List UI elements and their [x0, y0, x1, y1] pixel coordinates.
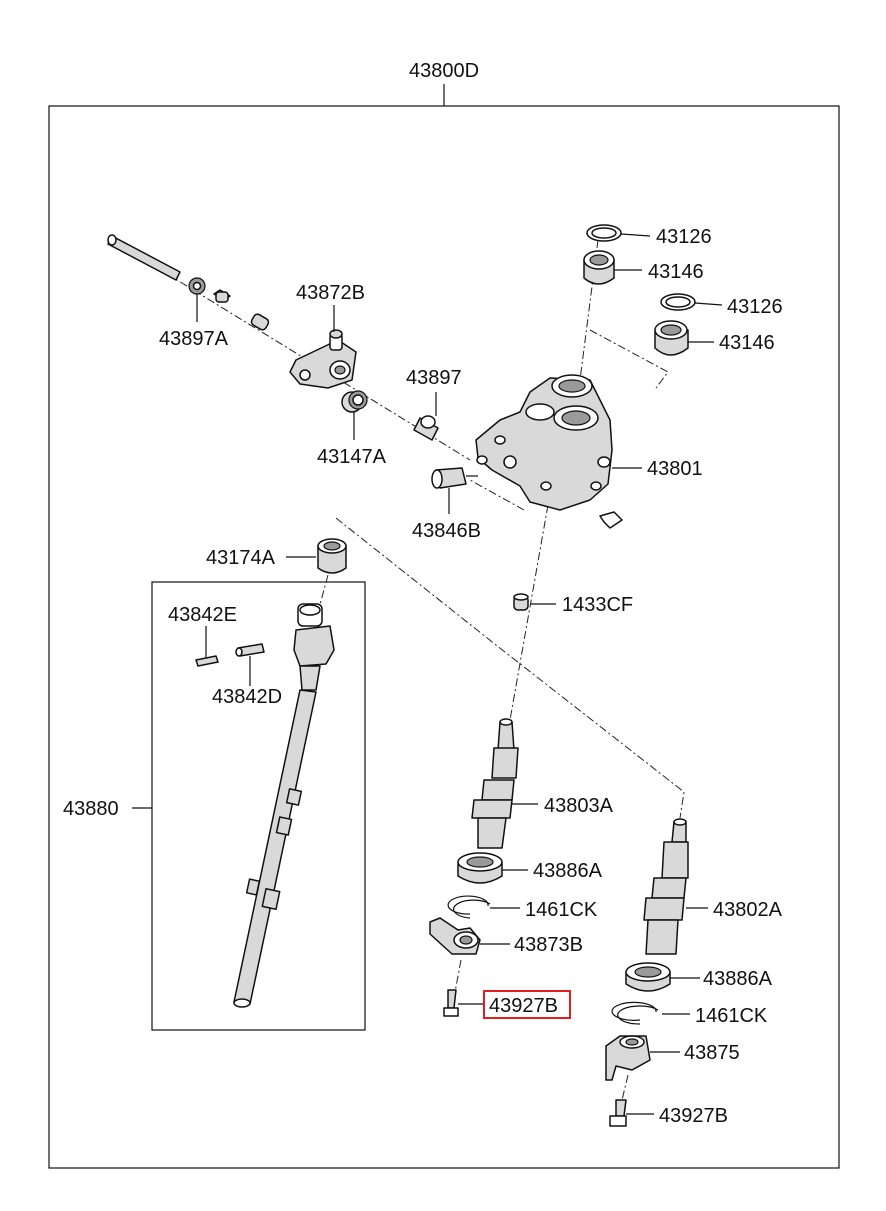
- housing-43801: [475, 374, 623, 529]
- assembly-label[interactable]: 43800D: [409, 60, 479, 82]
- label-43126-a[interactable]: 43126: [656, 226, 712, 248]
- leader-lines: [132, 233, 723, 1115]
- label-43803a[interactable]: 43803A: [544, 795, 614, 817]
- lever-43873b: [429, 917, 481, 955]
- highlight-box-43927b: [483, 990, 571, 1019]
- ring-43126-b: [660, 293, 696, 311]
- washer-43897a: [188, 277, 206, 295]
- label-43886a-left[interactable]: 43886A: [533, 860, 603, 882]
- ring-43126-a: [586, 224, 622, 242]
- shaft-43802a: [643, 818, 689, 955]
- label-43802a[interactable]: 43802A: [713, 899, 783, 921]
- bearing-43146-b: [654, 320, 689, 356]
- bearing-43146-a: [583, 250, 615, 285]
- label-43927b-left[interactable]: 43927B: [489, 995, 558, 1017]
- subassembly-frame: [151, 581, 366, 1031]
- snapring-1461ck-left: [447, 895, 491, 919]
- pin-43842e: [195, 655, 219, 667]
- spacer-43897: [413, 415, 439, 441]
- bolt-43927b-right: [609, 1099, 627, 1127]
- label-43146-b[interactable]: 43146: [719, 332, 775, 354]
- label-43174a[interactable]: 43174A: [206, 547, 276, 569]
- label-43126-b[interactable]: 43126: [727, 296, 783, 318]
- label-43927b-right[interactable]: 43927B: [659, 1105, 728, 1127]
- bearing-43147a: [341, 390, 368, 413]
- bolt-43927b-left: [443, 989, 459, 1017]
- label-1461ck-right[interactable]: 1461CK: [695, 1005, 768, 1027]
- label-43886a-right[interactable]: 43886A: [703, 968, 773, 990]
- lever-43872b: [289, 329, 357, 389]
- label-43846b[interactable]: 43846B: [412, 520, 481, 542]
- bush-small-2: [250, 313, 270, 331]
- bearing-43886a-left: [457, 852, 503, 884]
- label-43147a[interactable]: 43147A: [317, 446, 387, 468]
- alignment-lines: [111, 239, 685, 1101]
- shift-pin-part: [107, 234, 181, 281]
- label-1433cf[interactable]: 1433CF: [562, 594, 633, 616]
- label-43872b[interactable]: 43872B: [296, 282, 365, 304]
- shaft-43803a: [471, 718, 519, 849]
- label-43873b[interactable]: 43873B: [514, 934, 583, 956]
- label-43897[interactable]: 43897: [406, 367, 462, 389]
- block-43875: [605, 1035, 651, 1081]
- label-43880[interactable]: 43880: [63, 798, 119, 820]
- bush-small: [213, 289, 231, 303]
- label-43146-a[interactable]: 43146: [648, 261, 704, 283]
- collar-43174a: [317, 538, 347, 574]
- label-43875[interactable]: 43875: [684, 1042, 740, 1064]
- label-43801[interactable]: 43801: [647, 458, 703, 480]
- snapring-1461ck-right: [611, 1001, 659, 1025]
- label-1461ck-left[interactable]: 1461CK: [525, 899, 598, 921]
- plug-43846b: [431, 467, 478, 489]
- shift-rail-43880: [233, 603, 335, 1008]
- label-43842e[interactable]: 43842E: [168, 604, 237, 626]
- bearing-43886a-right: [625, 962, 671, 992]
- label-43842d[interactable]: 43842D: [212, 686, 282, 708]
- pin-43842d: [235, 643, 265, 657]
- label-43897a[interactable]: 43897A: [159, 328, 229, 350]
- sleeve-1433cf: [513, 593, 529, 611]
